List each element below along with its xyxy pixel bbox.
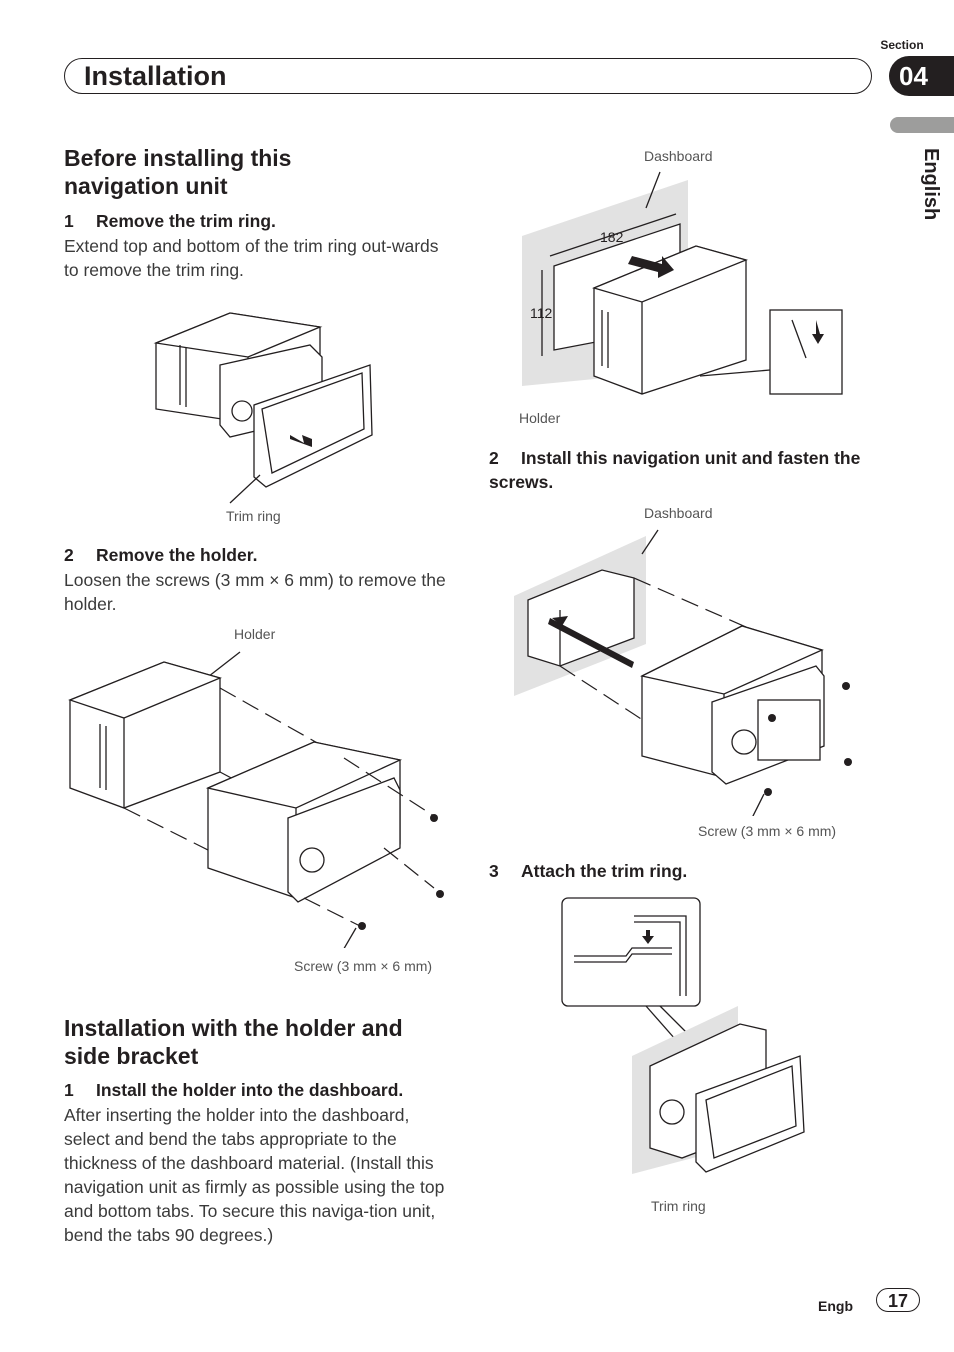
step-number: 2 — [64, 545, 74, 565]
dashboard-caption-2: Dashboard — [644, 505, 713, 521]
attach-trim-ring-figure — [561, 897, 805, 1174]
step-title: Attach the trim ring. — [521, 861, 688, 881]
step-remove-trim-ring: 1 Remove the trim ring. — [64, 209, 454, 233]
step-number: 2 — [489, 448, 499, 468]
step-install-holder: 1 Install the holder into the dashboard. — [64, 1078, 464, 1102]
footer-language-code: Engb — [818, 1298, 853, 1314]
dashboard-caption: Dashboard — [644, 148, 713, 164]
step-number: 1 — [64, 211, 74, 231]
trim-ring-caption-2: Trim ring — [651, 1198, 706, 1214]
step-title: Install this navigation unit and fasten … — [489, 448, 861, 492]
language-tab — [890, 117, 954, 133]
heading-installation-holder: Installation with the holder and side br… — [64, 1015, 403, 1069]
dimension-height: 112 — [530, 305, 553, 321]
heading-before-installing: Before installing this navigation unit — [64, 145, 292, 199]
holder-caption: Holder — [234, 626, 276, 642]
install-unit-figure — [514, 529, 852, 816]
step-number: 1 — [64, 1080, 74, 1100]
step-title: Remove the holder. — [96, 545, 258, 565]
screw-caption: Screw (3 mm × 6 mm) — [294, 958, 433, 974]
step-number: 3 — [489, 861, 499, 881]
step-attach-trim-ring: 3 Attach the trim ring. — [489, 859, 869, 883]
trim-ring-caption: Trim ring — [226, 508, 281, 524]
page-number: 17 — [876, 1288, 920, 1312]
step-title: Install the holder into the dashboard. — [96, 1080, 404, 1100]
trim-ring-removal-figure — [153, 312, 373, 504]
holder-caption-2: Holder — [519, 410, 561, 426]
section-label: Section — [880, 38, 924, 52]
step-body: After inserting the holder into the dash… — [64, 1105, 445, 1245]
page-title: Installation — [84, 61, 227, 91]
holder-removal-figure — [68, 651, 444, 948]
step-body: Loosen the screws (3 mm × 6 mm) to remov… — [64, 570, 446, 614]
language-label: English — [920, 148, 942, 221]
screw-caption-2: Screw (3 mm × 6 mm) — [698, 823, 837, 839]
header-bar — [64, 58, 872, 94]
section-number: 04 — [889, 56, 954, 96]
holder-into-dashboard-figure: 182 112 — [522, 171, 843, 395]
step-remove-holder: 2 Remove the holder. — [64, 543, 454, 567]
dimension-width: 182 — [600, 229, 624, 245]
step-title: Remove the trim ring. — [96, 211, 276, 231]
step-body: Extend top and bottom of the trim ring o… — [64, 236, 439, 280]
